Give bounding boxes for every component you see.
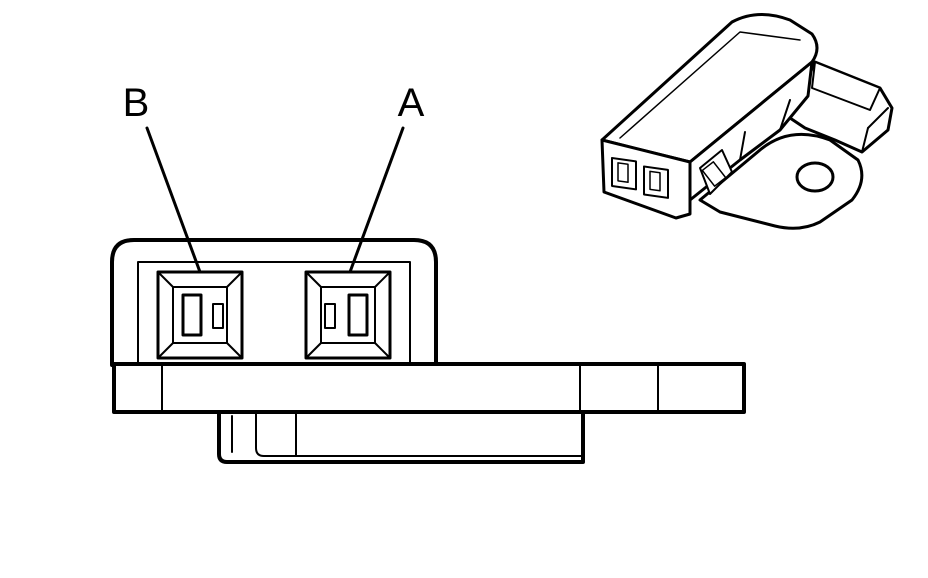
leader-line-a [348, 126, 405, 274]
housing-face [137, 261, 411, 366]
iso-body-top [600, 13, 819, 164]
terminal-label-b: B [123, 81, 150, 125]
connector-front-view [110, 238, 746, 464]
mounting-flange [112, 362, 746, 414]
iso-mounting-plate [698, 132, 864, 230]
housing-outline [110, 238, 438, 367]
lower-tab [217, 411, 585, 464]
terminal-cavity-a [304, 270, 392, 360]
leader-lines [145, 126, 405, 274]
connector-isometric-view [600, 13, 894, 230]
terminal-label-a: A [398, 81, 425, 125]
terminal-cavity-b [156, 270, 244, 360]
iso-mounting-hole [795, 161, 835, 193]
leader-line-b [145, 126, 202, 274]
